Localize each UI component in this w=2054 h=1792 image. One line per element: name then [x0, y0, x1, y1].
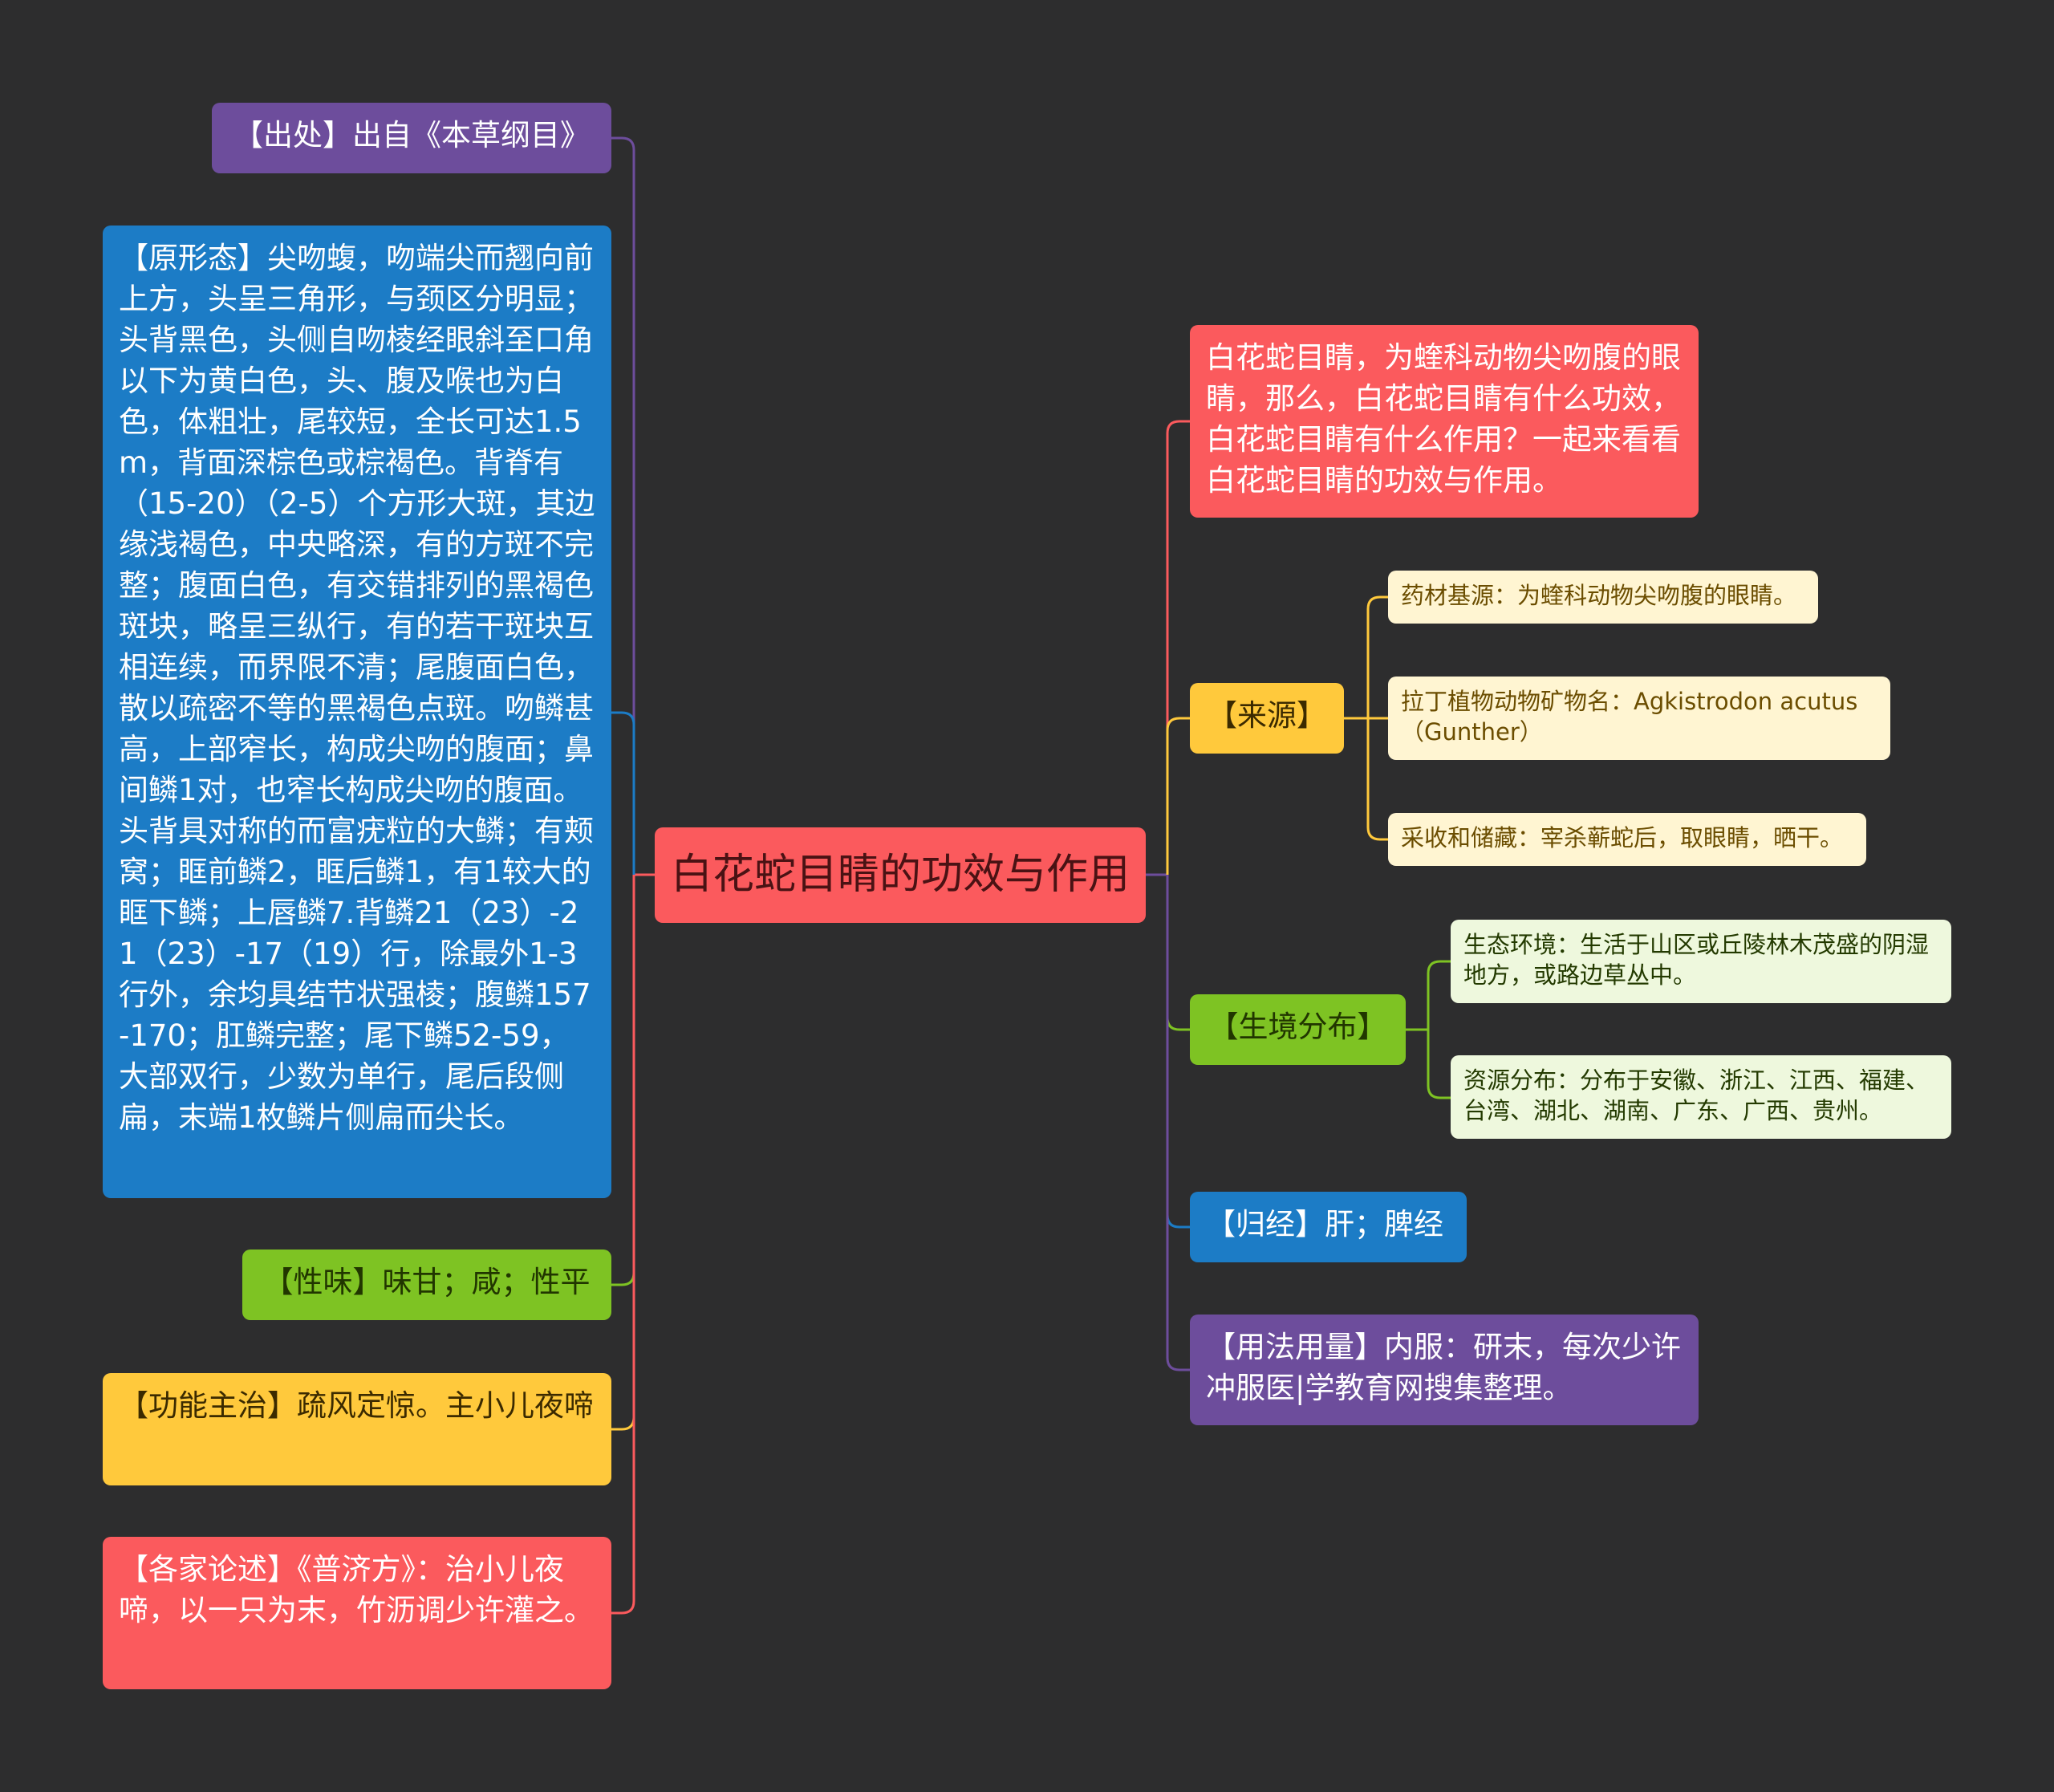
- leaf-laiyuan-latin-name[interactable]: 拉丁植物动物矿物名：Agkistrodon acutus（Gunther）: [1388, 677, 1890, 760]
- root-node[interactable]: 白花蛇目睛的功效与作用: [655, 827, 1146, 923]
- leaf-shengjing-fenbu[interactable]: 资源分布：分布于安徽、浙江、江西、福建、台湾、湖北、湖南、广东、广西、贵州。: [1451, 1055, 1951, 1139]
- node-yuanxingtai[interactable]: 【原形态】尖吻蝮，吻端尖而翘向前上方，头呈三角形，与颈区分明显；头背黑色，头侧自…: [103, 226, 611, 1198]
- connector-shengjing-child-2: [1427, 1030, 1451, 1099]
- node-gongneng[interactable]: 【功能主治】疏风定惊。主小儿夜啼: [103, 1373, 611, 1485]
- connector-chuchu: [611, 136, 635, 875]
- connector-laiyuan: [1166, 717, 1190, 875]
- node-gejia[interactable]: 【各家论述】《普济方》：治小儿夜啼，以一只为末，竹沥调少许灌之。: [103, 1537, 611, 1689]
- leaf-shengjing-huanjing[interactable]: 生态环境：生活于山区或丘陵林木茂盛的阴湿地方，或路边草丛中。: [1451, 920, 1951, 1003]
- node-shengjing[interactable]: 【生境分布】: [1190, 994, 1406, 1065]
- connector-intro: [1166, 420, 1190, 875]
- node-intro[interactable]: 白花蛇目睛，为蝰科动物尖吻腹的眼睛，那么，白花蛇目睛有什么功效，白花蛇目睛有什么…: [1190, 325, 1699, 518]
- leaf-laiyuan-caishou[interactable]: 采收和储藏：宰杀蕲蛇后，取眼睛，晒干。: [1388, 813, 1866, 866]
- connector-yongfa: [1166, 875, 1190, 1371]
- connector-gejia: [611, 875, 635, 1615]
- connector-guijing: [1166, 875, 1190, 1229]
- connector-shengjing: [1166, 875, 1190, 1031]
- leaf-laiyuan-jiyuan[interactable]: 药材基源：为蝰科动物尖吻腹的眼睛。: [1388, 571, 1818, 624]
- node-laiyuan[interactable]: 【来源】: [1190, 683, 1344, 754]
- connector-gongneng: [611, 875, 635, 1431]
- connector-laiyuan-child-3: [1366, 718, 1388, 841]
- connector-shengjing-child-1: [1427, 960, 1451, 1030]
- connector-xingwei: [611, 875, 635, 1286]
- node-guijing[interactable]: 【归经】肝；脾经: [1190, 1192, 1467, 1262]
- node-xingwei[interactable]: 【性味】味甘；咸；性平: [242, 1250, 611, 1320]
- connector-yuanxingtai: [611, 711, 635, 875]
- connector-laiyuan-child-1: [1366, 595, 1388, 718]
- node-chuchu[interactable]: 【出处】出自《本草纲目》: [212, 103, 611, 173]
- node-yongfa[interactable]: 【用法用量】内服：研末，每次少许冲服医|学教育网搜集整理。: [1190, 1315, 1699, 1425]
